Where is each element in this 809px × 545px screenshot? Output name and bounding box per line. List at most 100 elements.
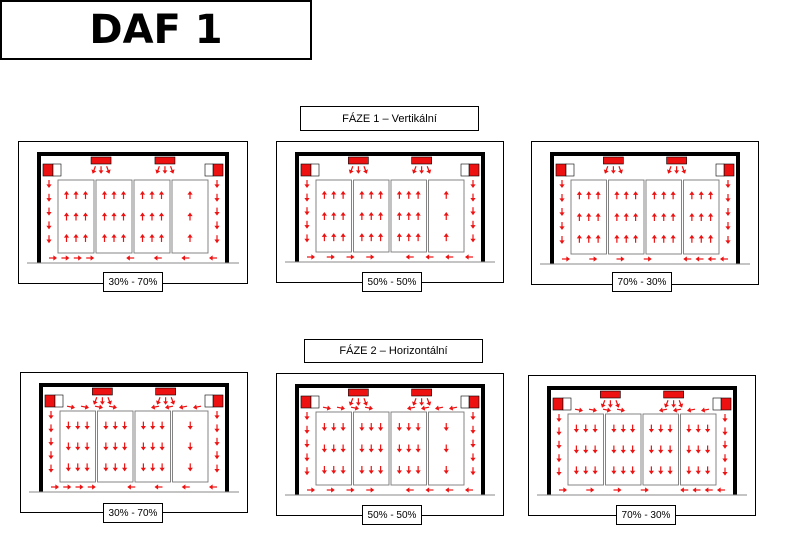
airflow-arrow-icon — [340, 233, 346, 242]
airflow-arrow-icon — [331, 423, 337, 432]
airflow-arrow-icon — [689, 234, 695, 243]
airflow-arrow-icon — [412, 166, 417, 174]
airflow-arrow-icon — [592, 424, 598, 433]
airflow-arrow-icon — [214, 424, 220, 433]
airflow-arrow-icon — [65, 463, 71, 472]
airflow-arrow-icon — [331, 212, 337, 220]
airflow-arrow-icon — [368, 423, 374, 432]
airflow-arrow-icon — [304, 207, 310, 216]
airflow-arrow-icon — [84, 421, 90, 430]
airflow-arrow-icon — [406, 233, 412, 242]
airflow-arrow-icon — [366, 487, 375, 493]
airflow-arrow-icon — [698, 191, 704, 200]
wall-unit-icon — [42, 163, 54, 177]
airflow-arrow-icon — [355, 398, 361, 406]
wall-unit-icon — [310, 395, 320, 409]
airflow-arrow-icon — [321, 444, 327, 453]
airflow-arrow-icon — [103, 463, 109, 472]
airflow-arrow-icon — [556, 414, 562, 422]
airflow-arrow-icon — [620, 424, 626, 433]
airflow-arrow-icon — [725, 222, 731, 230]
airflow-arrow-icon — [155, 166, 161, 174]
airflow-arrow-icon — [443, 233, 449, 242]
airflow-arrow-icon — [586, 487, 595, 493]
phase-1-ratio-3: 70% - 30% — [612, 272, 672, 292]
airflow-arrow-icon — [470, 439, 476, 448]
airflow-arrow-icon — [378, 233, 384, 242]
airflow-arrow-icon — [640, 487, 649, 493]
airflow-arrow-icon — [304, 453, 310, 462]
airflow-arrow-icon — [583, 466, 589, 475]
airflow-arrow-icon — [559, 194, 565, 202]
airflow-arrow-icon — [705, 466, 711, 475]
airflow-arrow-icon — [181, 255, 190, 261]
wall-unit-icon — [715, 163, 725, 177]
airflow-arrow-icon — [667, 424, 673, 433]
airflow-arrow-icon — [695, 424, 701, 433]
airflow-arrow-icon — [187, 212, 193, 221]
phase-2-ratio-2: 50% - 50% — [362, 505, 422, 525]
wall-unit-icon — [52, 163, 62, 177]
airflow-arrow-icon — [304, 439, 310, 448]
airflow-arrow-icon — [51, 484, 59, 490]
airflow-arrow-icon — [717, 487, 725, 493]
wall-unit-icon — [555, 163, 567, 177]
airflow-arrow-icon — [603, 166, 609, 174]
airflow-arrow-icon — [426, 398, 432, 406]
airflow-arrow-icon — [415, 444, 421, 453]
wall-unit-icon — [204, 163, 214, 177]
airflow-arrow-icon — [573, 445, 579, 454]
airflow-arrow-icon — [443, 212, 449, 220]
airflow-arrow-icon — [159, 421, 165, 430]
airflow-arrow-icon — [470, 193, 476, 202]
airflow-arrow-icon — [623, 213, 629, 221]
phase-1-panel-3 — [531, 141, 759, 285]
airflow-arrow-icon — [159, 463, 165, 472]
airflow-arrow-icon — [120, 233, 127, 242]
airflow-arrow-icon — [165, 404, 174, 410]
airflow-arrow-icon — [359, 212, 365, 220]
airflow-arrow-icon — [378, 444, 384, 453]
airflow-arrow-icon — [687, 407, 696, 413]
airflow-arrow-icon — [681, 166, 687, 174]
airflow-arrow-icon — [73, 191, 79, 200]
airflow-arrow-icon — [304, 467, 310, 476]
airflow-arrow-icon — [149, 191, 155, 200]
airflow-arrow-icon — [592, 445, 598, 454]
airflow-arrow-icon — [122, 442, 128, 451]
wall-unit-icon — [212, 163, 224, 177]
wall-unit-icon — [565, 163, 575, 177]
airflow-arrow-icon — [620, 466, 626, 475]
airflow-arrow-icon — [707, 256, 716, 262]
airflow-arrow-icon — [321, 465, 327, 474]
wall-unit-icon — [562, 397, 572, 411]
room-diagram — [27, 152, 239, 264]
airflow-arrow-icon — [586, 234, 592, 243]
airflow-arrow-icon — [415, 212, 421, 220]
airflow-arrow-icon — [573, 424, 579, 433]
airflow-arrow-icon — [648, 466, 654, 475]
airflow-arrow-icon — [368, 190, 374, 199]
airflow-arrow-icon — [667, 466, 673, 475]
airflow-arrow-icon — [406, 190, 412, 199]
airflow-arrow-icon — [616, 256, 625, 262]
phase-1-label: FÁZE 1 – Vertikální — [300, 106, 479, 131]
airflow-arrow-icon — [187, 463, 193, 472]
airflow-arrow-icon — [396, 423, 402, 432]
airflow-arrow-icon — [623, 234, 629, 243]
airflow-arrow-icon — [607, 400, 613, 408]
airflow-arrow-icon — [378, 465, 384, 474]
airflow-arrow-icon — [127, 484, 136, 490]
phase-1-ratio-2: 50% - 50% — [362, 272, 422, 292]
airflow-arrow-icon — [331, 190, 337, 199]
airflow-arrow-icon — [139, 191, 146, 200]
airflow-arrow-icon — [151, 404, 160, 410]
airflow-arrow-icon — [406, 423, 412, 432]
room-diagram — [29, 383, 239, 493]
airflow-arrow-icon — [214, 235, 220, 244]
airflow-arrow-icon — [586, 191, 592, 200]
airflow-arrow-icon — [667, 166, 672, 174]
airflow-arrow-icon — [614, 191, 620, 200]
airflow-arrow-icon — [651, 234, 657, 243]
phase-1-ratio-1: 30% - 70% — [103, 272, 163, 292]
